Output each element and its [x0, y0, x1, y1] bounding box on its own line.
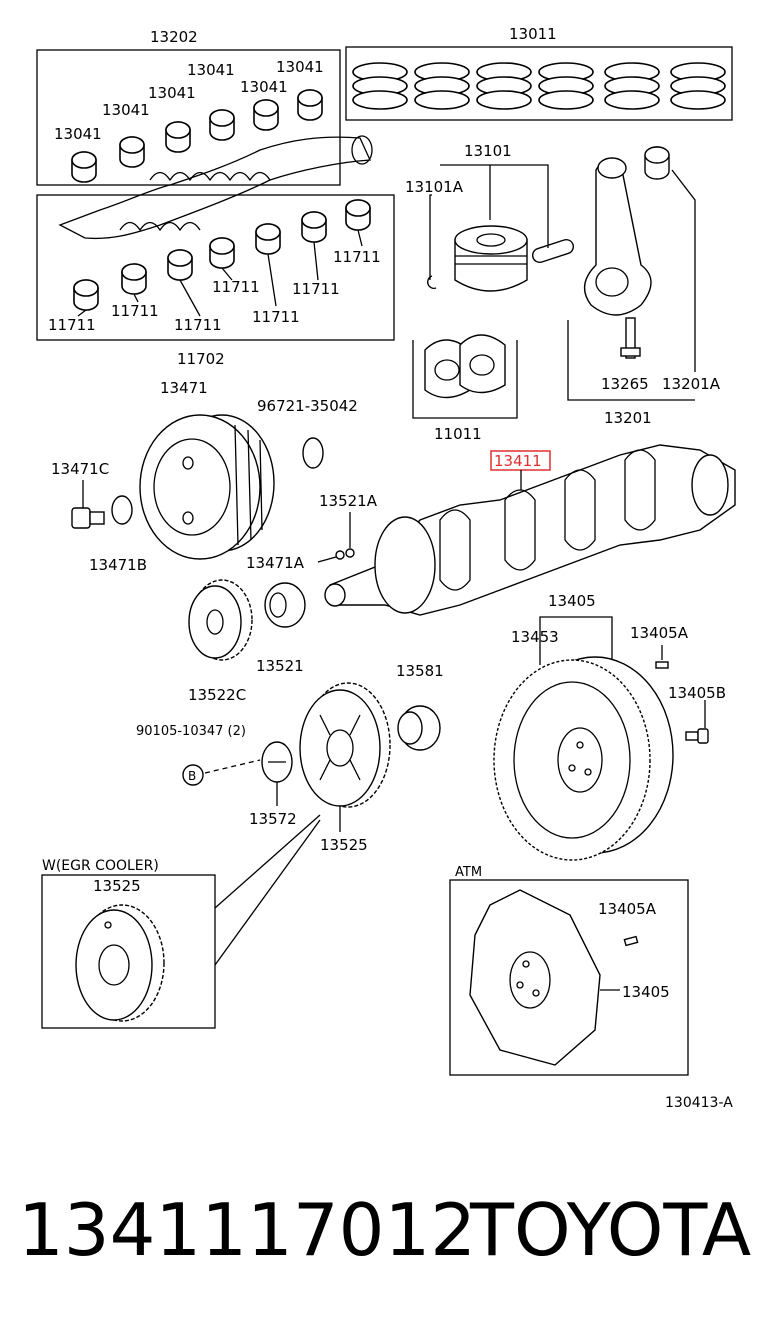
- label-13265: 13265: [601, 375, 649, 393]
- brand-name: TOYOTA: [470, 1188, 752, 1272]
- label-11711: 11711: [292, 280, 340, 298]
- label-13041: 13041: [54, 125, 102, 143]
- label-13405a-atm: 13405A: [598, 900, 657, 918]
- bolt-13405b: [685, 700, 709, 744]
- bearing-group-11702-frame: [36, 194, 395, 341]
- flywheel-13405: [493, 656, 674, 861]
- parts-diagram: 13202 13011 13041 13041 13041 13041 1304…: [36, 25, 736, 1111]
- crank-bearings-11011: [424, 334, 506, 399]
- label-atm: ATM: [455, 865, 482, 880]
- plate-13572: [261, 741, 293, 783]
- label-w-egr-cooler: W(EGR COOLER): [42, 858, 159, 874]
- label-13041: 13041: [148, 84, 196, 102]
- label-13581: 13581: [396, 662, 444, 680]
- piston-13101: [427, 164, 575, 292]
- shaft-13581: [397, 705, 441, 751]
- bearing-group-13202-frame: [36, 49, 341, 186]
- label-11711: 11711: [174, 316, 222, 334]
- label-13201a: 13201A: [662, 375, 721, 393]
- connecting-rod-13201: [583, 146, 696, 372]
- bracket-11011: [412, 340, 518, 419]
- label-13101: 13101: [464, 142, 512, 160]
- label-11711: 11711: [212, 278, 260, 296]
- dowel-13405a-atm: [623, 935, 639, 947]
- part-number: 1341117012: [18, 1188, 477, 1272]
- label-11702: 11702: [177, 350, 225, 368]
- collar-13521: [264, 582, 306, 628]
- label-13471b: 13471B: [89, 556, 147, 574]
- drive-plate-13405-atm: [469, 889, 601, 1066]
- label-96721-35042: 96721-35042: [257, 397, 358, 415]
- label-13521: 13521: [256, 657, 304, 675]
- label-13405-atm: 13405: [622, 983, 670, 1001]
- label-13041: 13041: [276, 58, 324, 76]
- bolt-13471c: [71, 480, 105, 529]
- washer-13471b: [111, 495, 133, 525]
- label-13041: 13041: [240, 78, 288, 96]
- crank-pulley-13471: [139, 414, 275, 560]
- bearings-13041: [71, 89, 323, 183]
- label-13522c: 13522C: [188, 686, 246, 704]
- ring-set-13011-frame: [345, 46, 733, 121]
- label-13521a: 13521A: [319, 492, 378, 510]
- label-13525: 13525: [320, 836, 368, 854]
- label-11711: 11711: [333, 248, 381, 266]
- label-13453: 13453: [511, 628, 559, 646]
- camshaft-drawing: [58, 135, 373, 240]
- label-13202: 13202: [150, 28, 198, 46]
- crankshaft-13411: [324, 444, 736, 616]
- idler-gear-13525: [299, 682, 391, 808]
- label-11011: 11011: [434, 425, 482, 443]
- leader-lines-11711: [77, 229, 363, 317]
- label-callout-b: B: [188, 769, 196, 783]
- label-11711: 11711: [252, 308, 300, 326]
- label-13041: 13041: [187, 61, 235, 79]
- label-13411: 13411: [494, 452, 542, 470]
- egr-gear-13525: [75, 904, 165, 1022]
- label-13201: 13201: [604, 409, 652, 427]
- oil-seal-96721: [302, 437, 324, 469]
- label-11711: 11711: [48, 316, 96, 334]
- label-11711: 11711: [111, 302, 159, 320]
- footer: 1341117012 TOYOTA: [0, 1180, 760, 1300]
- key-13471a: [335, 550, 345, 560]
- label-13011: 13011: [509, 25, 557, 43]
- timing-gear-13522c: [188, 579, 253, 661]
- egr-cooler-inset-frame: [41, 874, 216, 1029]
- label-90105-10347: 90105-10347 (2): [136, 724, 246, 739]
- key-13521a: [345, 548, 355, 558]
- label-13041: 13041: [102, 101, 150, 119]
- part-labels: 13202 13011 13041 13041 13041 13041 1304…: [42, 25, 733, 1111]
- dowel-13405a: [655, 661, 669, 669]
- label-13471a: 13471A: [246, 554, 305, 572]
- label-13405a: 13405A: [630, 624, 689, 642]
- label-13405b: 13405B: [668, 684, 726, 702]
- atm-inset-frame: [449, 879, 689, 1076]
- bracket-13201: [567, 320, 695, 401]
- piston-rings-13011: [352, 62, 726, 110]
- label-13572: 13572: [249, 810, 297, 828]
- label-13101a: 13101A: [405, 178, 464, 196]
- callout-b-circle: [182, 764, 204, 786]
- label-13471c: 13471C: [51, 460, 109, 478]
- label-13471: 13471: [160, 379, 208, 397]
- label-13525-egr: 13525: [93, 877, 141, 895]
- label-13405: 13405: [548, 592, 596, 610]
- diagram-code: 130413-A: [665, 1095, 733, 1111]
- bearings-11711: [73, 199, 371, 311]
